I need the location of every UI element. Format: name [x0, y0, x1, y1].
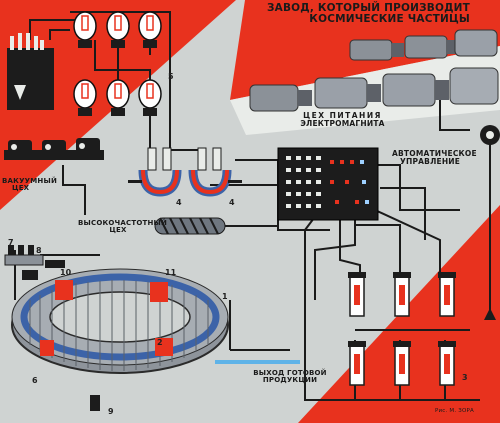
callout-9: 9	[108, 407, 114, 416]
label-vacuum-shop: ВАКУУМНЫЙ ЦЕХ	[2, 177, 58, 193]
callout-4a: 4	[176, 198, 182, 207]
label-power-shop-line-2: ЭЛЕКТРОМАГНИТА	[300, 118, 385, 128]
junction-icon	[480, 125, 500, 145]
label-hf-shop-line-2: ЦЕХ	[109, 226, 127, 235]
callout-3: 3	[462, 373, 468, 382]
label-power-shop-line-1: ЦЕХ ПИТАНИЯ	[303, 111, 382, 120]
generator-icon	[249, 29, 499, 112]
label-vacuum-shop-line-2: ЦЕХ	[12, 184, 30, 193]
arrow-up-icon	[484, 308, 496, 320]
callout-6: 6	[32, 376, 38, 385]
hf-resonators	[128, 147, 242, 197]
magnet-ring-icon	[11, 268, 300, 411]
callout-1: 1	[222, 292, 228, 301]
label-hf-shop: ВЫСОКОЧАСТОТНЫЙ ЦЕХ	[78, 219, 168, 235]
label-output: ВЫХОД ГОТОВОЙ ПРОДУКЦИИ	[250, 369, 330, 385]
callout-4b: 4	[229, 198, 235, 207]
callout-5: 5	[168, 72, 174, 81]
callout-8: 8	[36, 246, 42, 255]
title-line-1: ЗАВОД, КОТОРЫЙ ПРОИЗВОДИТ	[266, 2, 470, 14]
callout-2: 2	[157, 338, 163, 347]
label-output-line-2: ПРОДУКЦИИ	[262, 376, 318, 385]
title: ЗАВОД, КОТОРЫЙ ПРОИЗВОДИТ КОСМИЧЕСКИЕ ЧА…	[252, 3, 470, 25]
label-auto-control: АВТОМАТИЧЕСКОЕ УПРАВЛЕНИЕ	[392, 150, 477, 166]
pump-icon	[4, 138, 104, 160]
control-panel-icon	[277, 147, 379, 221]
title-line-2: КОСМИЧЕСКИЕ ЧАСТИЦЫ	[309, 13, 470, 25]
label-output-line-1: ВЫХОД ГОТОВОЙ	[253, 369, 327, 377]
callout-7: 7	[8, 238, 14, 247]
transformer-icon	[7, 33, 54, 110]
label-auto-control-line-2: УПРАВЛЕНИЕ	[400, 156, 461, 166]
capacitor-caps	[348, 272, 456, 374]
left-equipment	[4, 245, 65, 268]
vacuum-tubes	[73, 11, 162, 116]
label-hf-shop-line-1: ВЫСОКОЧАСТОТНЫЙ	[78, 219, 168, 227]
label-vacuum-shop-line-1: ВАКУУМНЫЙ	[2, 177, 58, 185]
hf-coil	[154, 217, 278, 235]
label-auto-control-line-1: АВТОМАТИЧЕСКОЕ	[392, 149, 477, 158]
callout-11: 11	[165, 268, 177, 277]
artist-credit: Рис. М. ЗОРА	[435, 408, 474, 414]
label-power-shop: ЦЕХ ПИТАНИЯ ЭЛЕКТРОМАГНИТА	[280, 112, 405, 128]
callout-10: 10	[60, 268, 72, 277]
